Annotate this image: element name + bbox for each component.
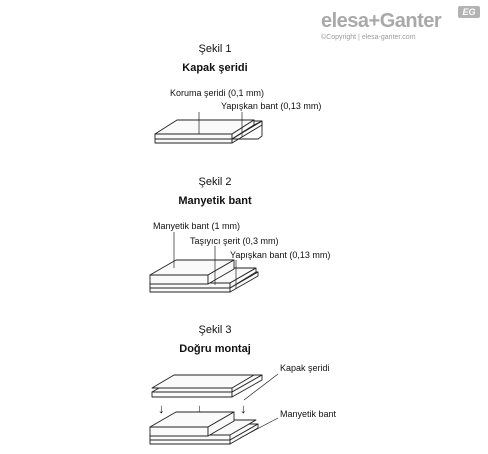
down-arrow-icon: ↓: [158, 401, 165, 416]
logo-badge: EG: [458, 6, 480, 18]
figure-1-caption: Şekil 1: [198, 43, 232, 55]
down-arrow-icon: ↓: [196, 401, 203, 416]
figure-1-strip-illustration: [154, 112, 263, 144]
figure-2-title: Manyetik bant: [178, 195, 252, 207]
figure-2-strip-illustration: [149, 232, 259, 293]
figure-1-label-adhesive-tape: Yapışkan bant (0,13 mm): [221, 101, 322, 111]
figure-2-label-adhesive-tape: Yapışkan bant (0,13 mm): [230, 250, 331, 260]
figure-2-label-carrier-strip: Taşıyıcı şerit (0,3 mm): [190, 236, 279, 246]
elesa-ganter-logo: elesa+Ganter EG ©Copyright | elesa-gante…: [318, 4, 483, 46]
figure-3-title: Doğru montaj: [179, 343, 251, 355]
figure-3-label-magnetic-tape: Manyetik bant: [280, 409, 337, 419]
figure-2-caption: Şekil 2: [198, 176, 232, 188]
figure-1-title: Kapak şeridi: [182, 62, 248, 74]
figure-3-label-cover-strip: Kapak şeridi: [280, 363, 330, 373]
figure-3-caption: Şekil 3: [198, 324, 232, 336]
logo-brand-text: elesa+Ganter: [321, 10, 442, 32]
logo-copyright: ©Copyright | elesa-ganter.com: [321, 34, 416, 41]
figure-2-label-magnetic-tape: Manyetik bant (1 mm): [153, 221, 241, 231]
figure-1-label-protective-strip: Koruma şeridi (0,1 mm): [170, 88, 265, 98]
figure-3-bottom-strip-illustration: [149, 411, 279, 445]
figure-3-top-strip-illustration: [151, 373, 279, 401]
down-arrow-icon: ↓: [240, 401, 247, 416]
